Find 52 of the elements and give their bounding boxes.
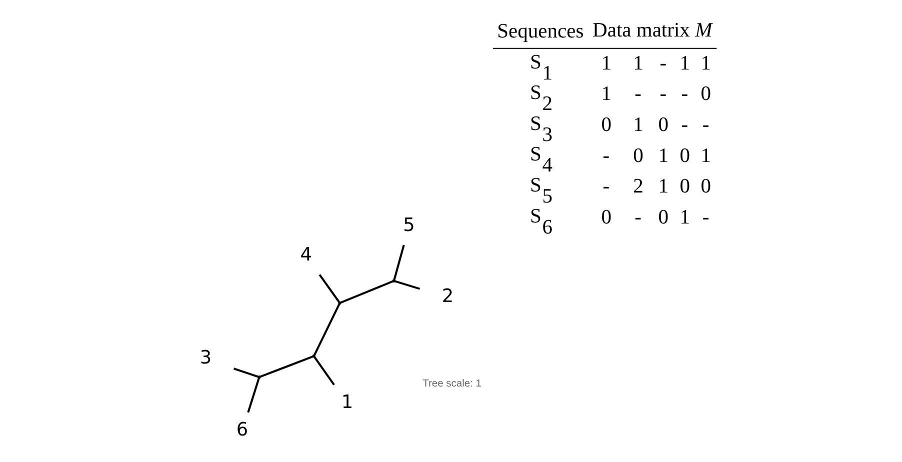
label: 0: [600, 114, 612, 136]
label: 0: [700, 176, 711, 198]
label: -: [680, 83, 688, 106]
label: 1: [700, 52, 711, 74]
label: 1: [679, 52, 690, 74]
connector: [232, 368, 258, 378]
node-text: 1: [340, 392, 353, 414]
connector: [318, 274, 340, 302]
connector: [313, 304, 340, 356]
label: 0: [679, 176, 690, 198]
node-point: [338, 301, 341, 305]
node-point: [392, 279, 396, 283]
label: 1: [632, 52, 643, 74]
label: -: [634, 83, 641, 106]
label: -: [634, 206, 641, 228]
connector: [246, 378, 260, 413]
connector: [340, 280, 393, 304]
label: -: [680, 114, 688, 136]
label: 1: [700, 144, 711, 167]
label: -: [702, 114, 709, 136]
connector: [394, 280, 420, 290]
label: 0: [658, 206, 668, 228]
label: 0: [700, 83, 711, 106]
label: -: [602, 176, 610, 198]
node-text: 4: [300, 244, 312, 266]
label: 1: [658, 176, 668, 198]
label: 0: [658, 114, 668, 136]
label: 1: [600, 83, 612, 106]
label: 2: [632, 176, 643, 198]
node-point: [257, 376, 260, 379]
connector: [313, 356, 334, 386]
label: 1: [658, 144, 668, 167]
label: -: [602, 144, 610, 167]
connector: [260, 356, 313, 378]
node-text: 6: [236, 420, 248, 441]
node-text: 2: [441, 286, 454, 307]
label: 1: [632, 114, 643, 136]
node-text: 5: [402, 214, 414, 236]
label: Sequences: [496, 20, 584, 43]
label: 0: [679, 144, 690, 167]
node-point: [312, 354, 316, 358]
node-text: 3: [199, 348, 212, 369]
label: -: [702, 206, 709, 228]
label: -: [659, 52, 666, 74]
label: 0: [600, 206, 612, 228]
label: Tree scale: 1: [422, 378, 481, 390]
label: Data matrix M: [592, 20, 712, 42]
label: 1: [600, 52, 612, 74]
label: -: [659, 83, 666, 106]
label: 0: [632, 144, 643, 167]
label: 1: [679, 206, 690, 228]
connector: [392, 244, 404, 280]
